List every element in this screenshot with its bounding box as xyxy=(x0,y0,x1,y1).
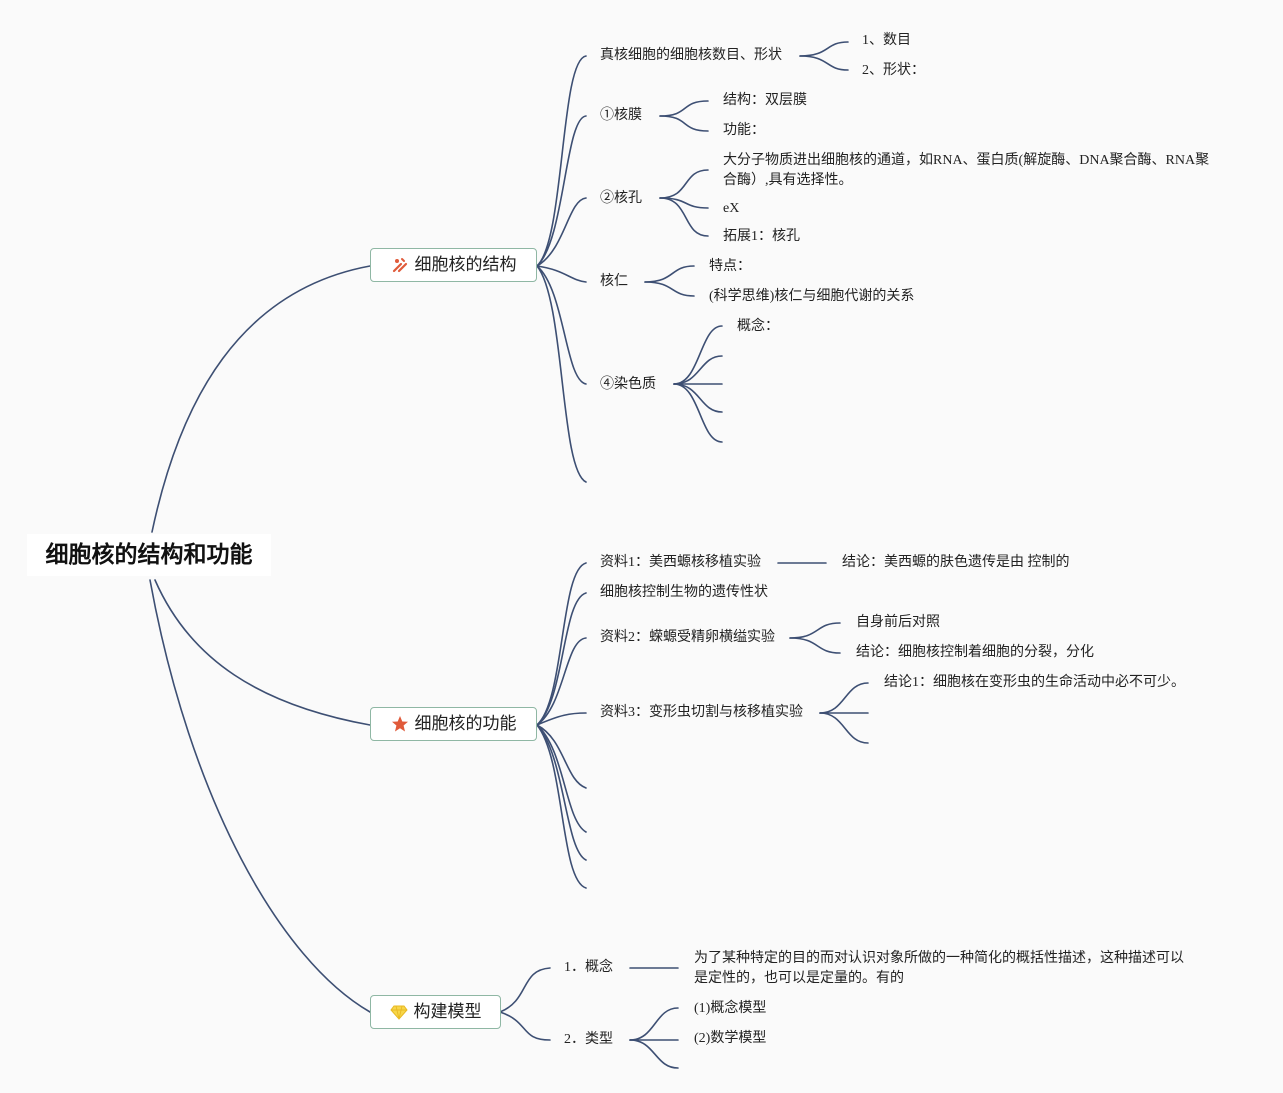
topic-material-3[interactable]: 资料3：变形虫切割与核移植实验 xyxy=(600,705,803,720)
topic-nucleolus[interactable]: 核仁 xyxy=(600,274,628,289)
subtopic-pore-channel[interactable]: 大分子物质进出细胞核的通道，如RNA、蛋白质(解旋酶、DNA聚合酶、RNA聚合酶… xyxy=(723,153,1210,188)
topic-model-types[interactable]: 2．类型 xyxy=(564,1032,613,1047)
branch-function[interactable]: 细胞核的功能 xyxy=(370,707,537,741)
subtopic-material-3-conclusion[interactable]: 结论1：细胞核在变形虫的生命活动中必不可少。 xyxy=(884,675,1185,690)
topic-nuclear-pore[interactable]: ②核孔 xyxy=(600,191,642,206)
subtopic-self-control[interactable]: 自身前后对照 xyxy=(856,615,940,630)
branch-function-title: 细胞核的功能 xyxy=(414,714,517,734)
subtopic-nucleolus-features[interactable]: 特点： xyxy=(709,259,751,274)
subtopic-math-model[interactable]: (2)数学模型 xyxy=(694,1031,767,1046)
subtopic-membrane-structure[interactable]: 结构：双层膜 xyxy=(723,93,807,108)
subtopic-pore-extension[interactable]: 拓展1：核孔 xyxy=(723,229,800,244)
tools-icon xyxy=(391,256,409,274)
star-icon xyxy=(391,715,409,733)
topic-material-2[interactable]: 资料2：蝾螈受精卵横缢实验 xyxy=(600,630,775,645)
topic-material-1[interactable]: 资料1：美西螈核移植实验 xyxy=(600,555,761,570)
subtopic-count[interactable]: 1、数目 xyxy=(862,33,911,48)
subtopic-shape[interactable]: 2、形状： xyxy=(862,63,925,78)
subtopic-material-2-conclusion[interactable]: 结论：细胞核控制着细胞的分裂，分化 xyxy=(856,645,1094,660)
topic-chromatin[interactable]: ④染色质 xyxy=(600,377,656,392)
branch-structure-title: 细胞核的结构 xyxy=(414,255,517,275)
topic-heredity-control[interactable]: 细胞核控制生物的遗传性状 xyxy=(600,585,768,600)
subtopic-concept-model[interactable]: (1)概念模型 xyxy=(694,1001,767,1016)
branch-model-title: 构建模型 xyxy=(413,1002,482,1022)
subtopic-chromatin-concept[interactable]: 概念： xyxy=(737,319,779,334)
topic-nuclear-membrane[interactable]: ①核膜 xyxy=(600,108,642,123)
subtopic-pore-ex[interactable]: eX xyxy=(723,201,740,216)
branch-model[interactable]: 构建模型 xyxy=(370,995,501,1029)
subtopic-membrane-function[interactable]: 功能： xyxy=(723,123,765,138)
topic-count-shape[interactable]: 真核细胞的细胞核数目、形状 xyxy=(600,48,782,63)
diamond-icon xyxy=(389,1003,408,1021)
topic-model-concept[interactable]: 1．概念 xyxy=(564,960,613,975)
root-topic[interactable]: 细胞核的结构和功能 xyxy=(27,534,271,576)
connector-root-model xyxy=(149,579,371,1013)
subtopic-nucleolus-metabolism[interactable]: (科学思维)核仁与细胞代谢的关系 xyxy=(709,289,915,304)
subtopic-material-1-conclusion[interactable]: 结论：美西螈的肤色遗传是由 控制的 xyxy=(842,555,1070,570)
subtopic-model-definition[interactable]: 为了某种特定的目的而对认识对象所做的一种简化的概括性描述，这种描述可以是定性的，… xyxy=(694,951,1184,986)
branch-structure[interactable]: 细胞核的结构 xyxy=(370,248,537,282)
connector-root-structure xyxy=(151,265,371,533)
connector-root-function xyxy=(154,579,371,726)
